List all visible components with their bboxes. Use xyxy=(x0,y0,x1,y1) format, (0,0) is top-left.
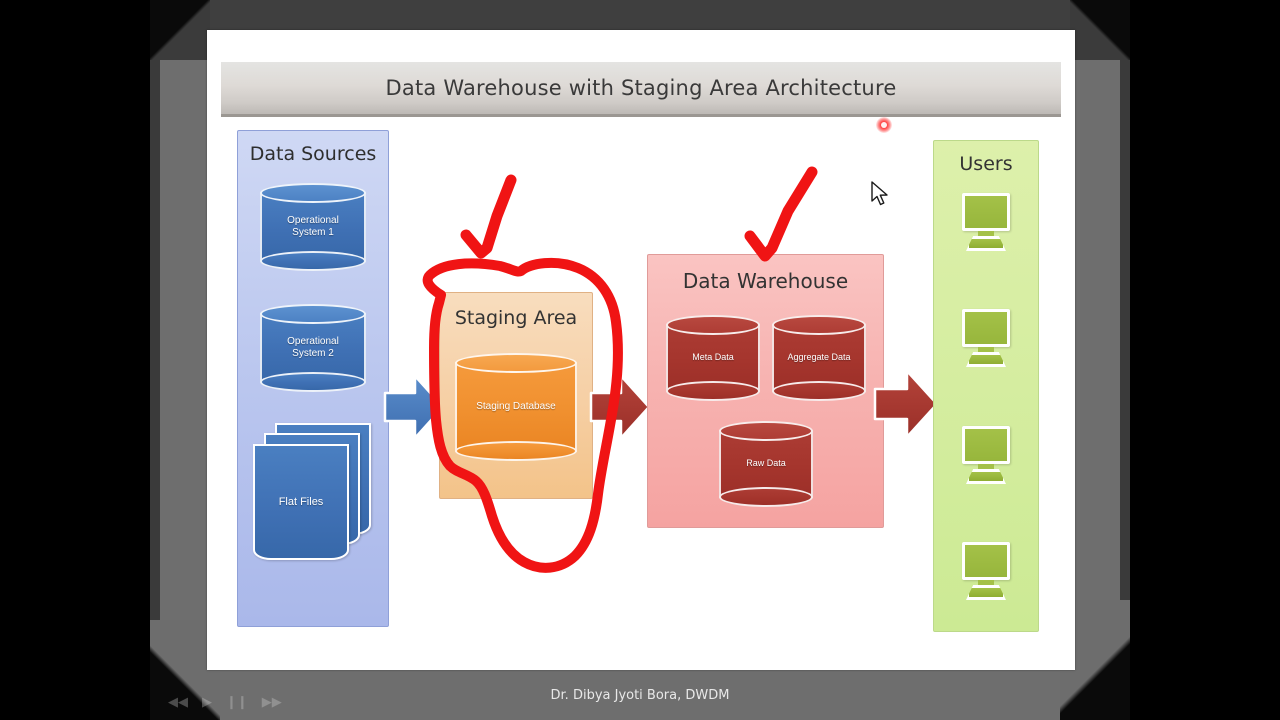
panel-users: Users xyxy=(933,140,1039,632)
db-aggregate-data: Aggregate Data xyxy=(772,315,866,401)
arrow-warehouse-to-users xyxy=(873,368,939,440)
frame-bevel-top-left xyxy=(150,0,210,60)
player-control-bar[interactable]: ◀◀ ▶ ❙❙ ▶▶ xyxy=(168,690,298,712)
db-raw-data: Raw Data xyxy=(719,421,813,507)
pause-icon[interactable]: ❙❙ xyxy=(226,693,248,709)
panel-staging-area: Staging Area Staging Database xyxy=(439,292,593,499)
monitor-icon xyxy=(958,426,1014,488)
slide-title-bar: Data Warehouse with Staging Area Archite… xyxy=(221,62,1061,117)
monitor-icon xyxy=(958,309,1014,371)
db-meta-data: Meta Data xyxy=(666,315,760,401)
laser-pointer-dot xyxy=(876,117,892,133)
data-warehouse-heading: Data Warehouse xyxy=(682,269,849,293)
users-heading: Users xyxy=(959,153,1013,175)
frame-bevel-top-right xyxy=(1070,0,1130,60)
slide-canvas: Data Warehouse with Staging Area Archite… xyxy=(207,30,1075,670)
video-frame-top-band xyxy=(160,0,1120,30)
prev-icon[interactable]: ◀◀ xyxy=(168,693,188,709)
page-title: Data Warehouse with Staging Area Archite… xyxy=(385,76,897,100)
panel-data-sources: Data Sources Operational System 1 Operat… xyxy=(237,130,389,627)
monitor-icon xyxy=(958,193,1014,255)
staging-area-heading: Staging Area xyxy=(454,307,578,329)
db-staging-database: Staging Database xyxy=(455,353,577,461)
slide-footer-caption: Dr. Dibya Jyoti Bora, DWDM xyxy=(550,688,730,703)
data-sources-heading: Data Sources xyxy=(249,143,377,165)
panel-data-warehouse: Data Warehouse Meta Data Aggregate Data xyxy=(647,254,884,528)
arrow-sources-to-staging xyxy=(383,373,445,441)
monitor-icon xyxy=(958,542,1014,604)
presentation-slide: Data Warehouse with Staging Area Archite… xyxy=(207,30,1075,670)
flat-files-stack: Flat Files xyxy=(253,423,373,563)
db-operational-system-2: Operational System 2 xyxy=(260,304,366,392)
play-icon[interactable]: ▶ xyxy=(202,693,212,709)
db-operational-system-1: Operational System 1 xyxy=(260,183,366,271)
arrow-staging-to-warehouse xyxy=(589,373,651,441)
flat-files-label: Flat Files xyxy=(278,496,324,508)
mouse-cursor xyxy=(871,181,888,206)
next-icon[interactable]: ▶▶ xyxy=(261,693,282,709)
